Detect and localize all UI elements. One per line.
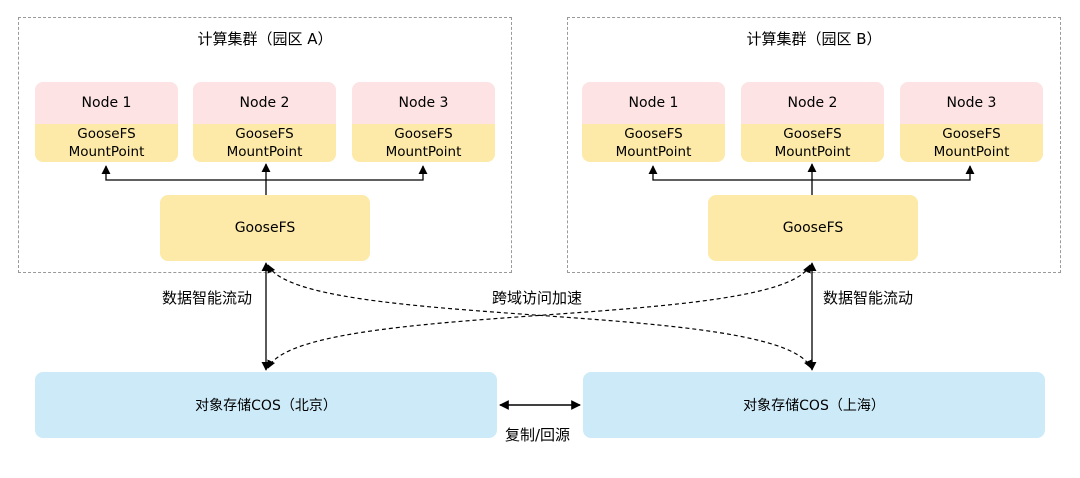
node-fs-label: GooseFS [783,126,842,142]
node-mount-label: MountPoint [933,144,1010,160]
node-name: Node 2 [741,82,884,124]
cluster-b-node-1: Node 1 GooseFS MountPoint [582,82,725,162]
node-mount: GooseFS MountPoint [35,124,178,162]
cluster-b-title: 计算集群（园区 B） [746,30,882,48]
cluster-a-goosefs: GooseFS [160,195,370,261]
node-mount: GooseFS MountPoint [582,124,725,162]
cos-beijing: 对象存储COS（北京） [35,372,497,438]
node-fs-label: GooseFS [235,126,294,142]
node-mount-label: MountPoint [226,144,303,160]
node-fs-label: GooseFS [942,126,1001,142]
cos-shanghai: 对象存储COS（上海） [583,372,1045,438]
cluster-b-node-2: Node 2 GooseFS MountPoint [741,82,884,162]
cross-region-curve-a-to-shanghai [267,264,812,369]
node-name: Node 1 [582,82,725,124]
node-name: Node 3 [352,82,495,124]
node-mount: GooseFS MountPoint [741,124,884,162]
node-name: Node 2 [193,82,336,124]
node-name: Node 1 [35,82,178,124]
node-mount: GooseFS MountPoint [352,124,495,162]
flow-label-right: 数据智能流动 [823,289,914,307]
replication-label: 复制/回源 [505,426,571,444]
flow-label-left: 数据智能流动 [162,289,253,307]
node-mount-label: MountPoint [774,144,851,160]
node-mount-label: MountPoint [615,144,692,160]
node-mount-label: MountPoint [68,144,145,160]
cross-region-label: 跨域访问加速 [492,289,583,307]
cluster-a-node-3: Node 3 GooseFS MountPoint [352,82,495,162]
node-fs-label: GooseFS [394,126,453,142]
node-fs-label: GooseFS [77,126,136,142]
cluster-b-goosefs: GooseFS [708,195,918,261]
cluster-b-node-3: Node 3 GooseFS MountPoint [900,82,1043,162]
cross-region-curve-b-to-beijing [267,264,811,369]
node-mount: GooseFS MountPoint [193,124,336,162]
node-mount-label: MountPoint [385,144,462,160]
cluster-a-node-2: Node 2 GooseFS MountPoint [193,82,336,162]
node-fs-label: GooseFS [624,126,683,142]
cluster-a-node-1: Node 1 GooseFS MountPoint [35,82,178,162]
cluster-a-title: 计算集群（园区 A） [197,30,333,48]
node-mount: GooseFS MountPoint [900,124,1043,162]
node-name: Node 3 [900,82,1043,124]
